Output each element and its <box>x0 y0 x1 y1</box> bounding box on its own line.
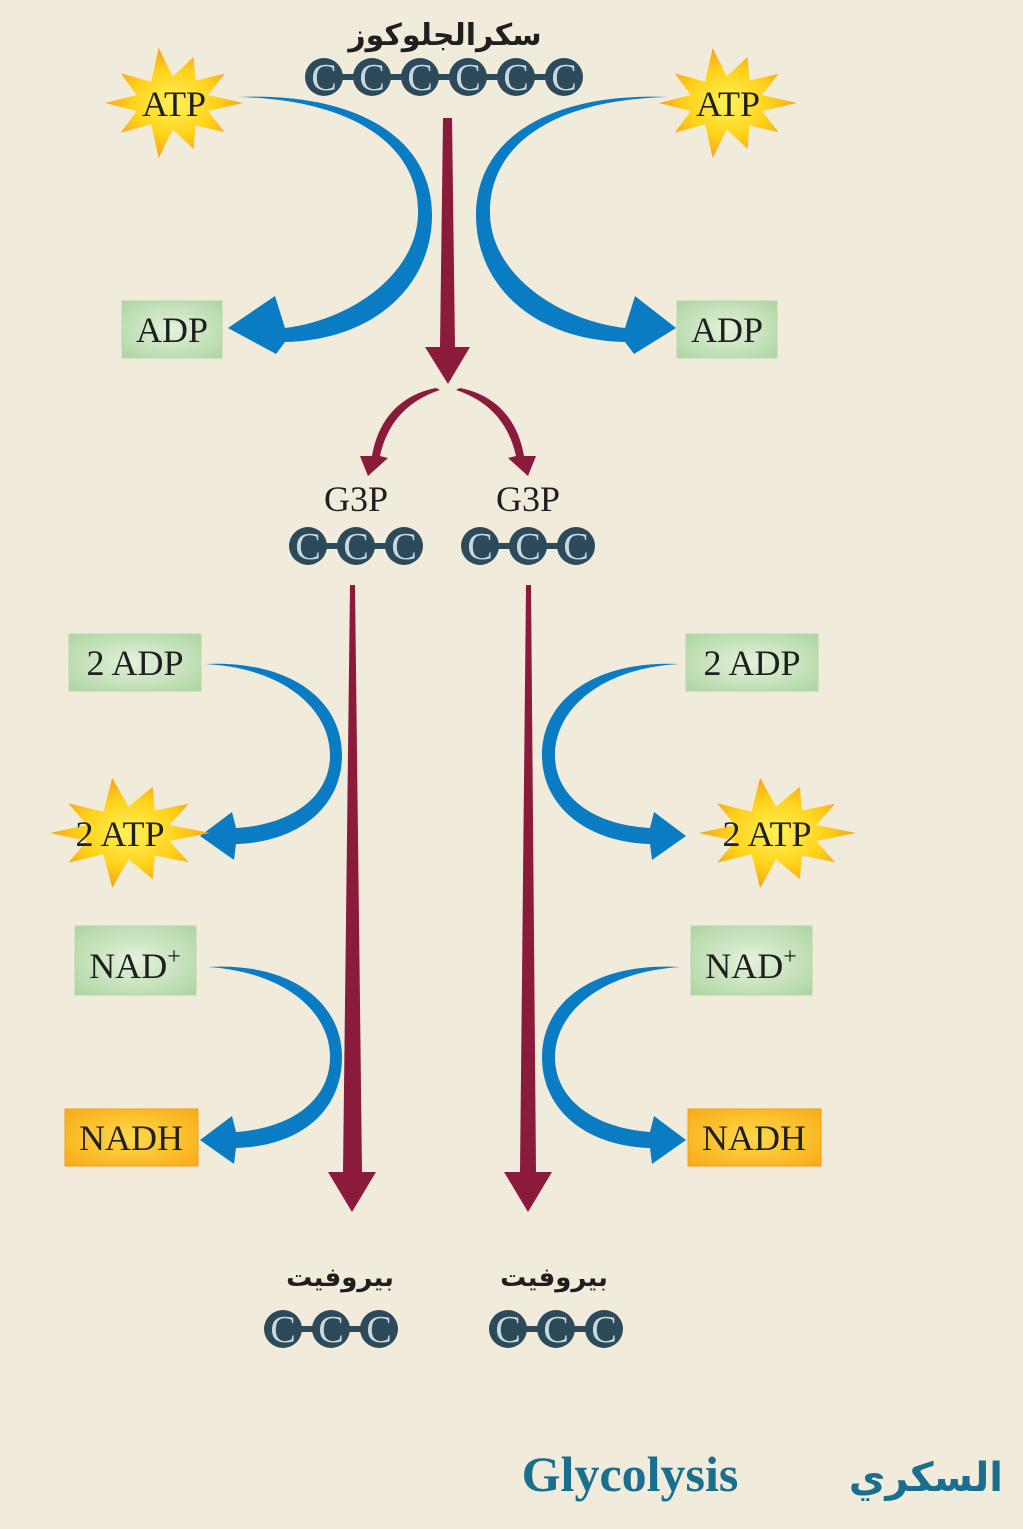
carbon-atom: C <box>305 57 343 99</box>
left-adp-to-atp-arrow <box>200 663 342 860</box>
glucose-label: سكرالجلوكوز <box>346 18 541 53</box>
carbon-atom: C <box>585 1309 623 1351</box>
right-adp-label: ADP <box>691 310 763 350</box>
left-nad-label: NAD <box>89 946 167 986</box>
left-adp-label: ADP <box>136 310 208 350</box>
svg-text:C: C <box>318 1309 343 1351</box>
svg-text:NAD+: NAD+ <box>705 944 797 986</box>
right-pyruvate-label: بيروفيت <box>500 1263 608 1293</box>
glycolysis-title-en: Glycolysis <box>522 1446 739 1502</box>
carbon-atom: C <box>489 1309 527 1351</box>
left-atp-star: ATP <box>105 47 243 159</box>
left-g3p-to-pyruvate-arrow <box>328 585 376 1212</box>
carbon-atom: C <box>449 57 487 99</box>
left-adp-box: ADP <box>121 300 223 359</box>
svg-text:C: C <box>455 57 480 99</box>
carbon-atom: C <box>264 1309 302 1351</box>
carbon-atom: C <box>289 526 327 568</box>
svg-text:C: C <box>515 526 540 568</box>
right-g3p-carbon-chain: C C C <box>461 526 595 568</box>
right-nad-to-nadh-arrow <box>542 966 686 1164</box>
left-g3p-carbon-chain: C C C <box>289 526 423 568</box>
right-pyruvate-carbon-chain: C C C <box>489 1309 623 1351</box>
split-arrow-left <box>360 388 440 476</box>
right-nad-box: NAD+ <box>690 925 813 996</box>
carbon-atom: C <box>557 526 595 568</box>
right-2adp-label: 2 ADP <box>703 643 800 683</box>
right-2adp-box: 2 ADP <box>685 633 819 692</box>
left-nad-box: NAD+ <box>74 925 197 996</box>
left-pyruvate-carbon-chain: C C C <box>264 1309 398 1351</box>
svg-text:C: C <box>591 1309 616 1351</box>
carbon-atom: C <box>312 1309 350 1351</box>
left-pyruvate-label: بيروفيت <box>286 1263 394 1293</box>
glucose-carbon-chain: C C C C C C <box>305 57 583 99</box>
svg-text:C: C <box>543 1309 568 1351</box>
carbon-atom: C <box>545 57 583 99</box>
left-nad-charge: + <box>167 944 181 970</box>
right-nadh-box: NADH <box>687 1108 822 1167</box>
svg-text:C: C <box>503 57 528 99</box>
left-2atp-label: 2 ATP <box>75 814 164 854</box>
svg-text:C: C <box>391 526 416 568</box>
left-atp-label: ATP <box>142 84 206 124</box>
carbon-atom: C <box>401 57 439 99</box>
carbon-atom: C <box>537 1309 575 1351</box>
left-atp-to-adp-arrow <box>228 96 432 355</box>
left-nad-to-nadh-arrow <box>200 966 342 1164</box>
svg-text:C: C <box>366 1309 391 1351</box>
carbon-atom: C <box>461 526 499 568</box>
right-atp-to-adp-arrow <box>476 96 676 355</box>
left-nadh-box: NADH <box>64 1108 199 1167</box>
svg-text:C: C <box>495 1309 520 1351</box>
carbon-atom: C <box>337 526 375 568</box>
glucose-to-split-arrow <box>425 118 470 384</box>
svg-text:C: C <box>551 57 576 99</box>
svg-text:C: C <box>407 57 432 99</box>
left-2atp-star: 2 ATP <box>50 777 210 889</box>
carbon-atom: C <box>360 1309 398 1351</box>
right-2atp-label: 2 ATP <box>722 814 811 854</box>
svg-text:C: C <box>359 57 384 99</box>
right-atp-label: ATP <box>696 84 760 124</box>
svg-text:C: C <box>467 526 492 568</box>
glycolysis-title-ar: السكري <box>849 1455 1003 1501</box>
left-2adp-box: 2 ADP <box>68 633 202 692</box>
svg-text:NAD+: NAD+ <box>89 944 181 986</box>
carbon-atom: C <box>385 526 423 568</box>
split-arrow-right <box>456 388 536 476</box>
right-atp-star: ATP <box>659 47 797 159</box>
svg-text:C: C <box>311 57 336 99</box>
svg-text:C: C <box>270 1309 295 1351</box>
right-2atp-star: 2 ATP <box>699 777 856 889</box>
carbon-atom: C <box>509 526 547 568</box>
right-g3p-label: G3P <box>496 479 560 519</box>
carbon-atom: C <box>353 57 391 99</box>
right-adp-box: ADP <box>676 300 778 359</box>
svg-text:C: C <box>295 526 320 568</box>
right-nad-label: NAD <box>705 946 783 986</box>
left-nadh-label: NADH <box>79 1118 183 1158</box>
svg-text:C: C <box>563 526 588 568</box>
carbon-atom: C <box>497 57 535 99</box>
right-nadh-label: NADH <box>702 1118 806 1158</box>
left-2adp-label: 2 ADP <box>86 643 183 683</box>
right-adp-to-atp-arrow <box>542 663 686 860</box>
right-nad-charge: + <box>783 944 797 970</box>
right-g3p-to-pyruvate-arrow <box>504 585 552 1212</box>
left-g3p-label: G3P <box>324 479 388 519</box>
svg-text:C: C <box>343 526 368 568</box>
